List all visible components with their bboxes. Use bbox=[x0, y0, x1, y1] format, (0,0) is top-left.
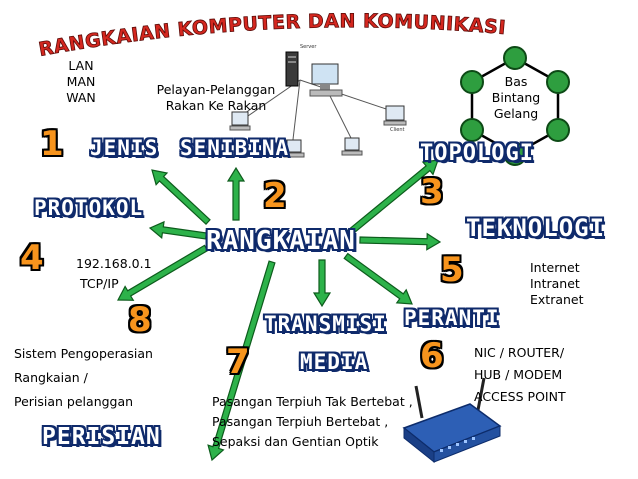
heading-rangkaian: RANGKAIAN bbox=[206, 226, 356, 256]
arrow-senibina bbox=[226, 166, 246, 221]
heading-perisian: PERISIAN bbox=[42, 424, 161, 450]
perisian-item: Sistem Pengoperasian bbox=[14, 346, 153, 361]
senibina-item: Rakan Ke Rakan bbox=[165, 98, 267, 113]
media-item: Sepaksi dan Gentian Optik bbox=[212, 434, 379, 449]
arrow-topologi bbox=[345, 159, 439, 238]
jenis-list: LAN MAN WAN bbox=[56, 58, 106, 106]
number-2: 2 bbox=[263, 176, 287, 216]
number-3: 3 bbox=[420, 172, 444, 212]
heading-jenis: JENIS bbox=[90, 136, 159, 160]
topologi-item: Bas bbox=[504, 74, 528, 89]
media-list: Pasangan Terpiuh Tak Bertebat , Pasangan… bbox=[212, 392, 413, 452]
topologi-item: Bintang bbox=[491, 90, 541, 105]
number-6: 6 bbox=[420, 336, 444, 376]
number-4: 4 bbox=[20, 238, 44, 278]
jenis-item: WAN bbox=[66, 90, 96, 105]
arrow-transmisi bbox=[312, 259, 332, 308]
network-diagram-icon: Server Client bbox=[229, 44, 407, 158]
arrow-media bbox=[207, 260, 276, 462]
teknologi-list: Internet Intranet Extranet bbox=[530, 260, 584, 308]
peranti-item: ACCESS POINT bbox=[474, 389, 566, 404]
heading-teknologi: TEKNOLOGI bbox=[466, 214, 606, 242]
number-7: 7 bbox=[226, 342, 250, 382]
heading-transmisi: TRANSMISI bbox=[264, 312, 387, 336]
teknologi-item: Intranet bbox=[530, 276, 580, 291]
peranti-list: NIC / ROUTER/ HUB / MODEM ACCESS POINT bbox=[474, 342, 566, 408]
arrow-protokol bbox=[148, 220, 208, 240]
arrow-perisian bbox=[117, 244, 209, 301]
perisian-item: Rangkaian / bbox=[14, 370, 88, 385]
arrow-jenis bbox=[151, 169, 211, 226]
perisian-item: Perisian pelanggan bbox=[14, 394, 134, 409]
protokol-item: 192.168.0.1 bbox=[76, 256, 152, 271]
heading-protokol: PROTOKOL bbox=[34, 196, 144, 220]
perisian-list: Sistem Pengoperasian Rangkaian / Perisia… bbox=[14, 342, 153, 414]
topology-node bbox=[460, 118, 484, 142]
arrow-peranti bbox=[343, 252, 413, 305]
senibina-item: Pelayan-Pelanggan bbox=[156, 82, 276, 97]
heading-media: MEDIA bbox=[300, 350, 369, 374]
router-icon bbox=[402, 377, 502, 464]
topology-node bbox=[546, 118, 570, 142]
media-item: Pasangan Terpiuh Bertebat , bbox=[212, 414, 389, 429]
arrow-teknologi bbox=[359, 232, 442, 251]
client-label: Client bbox=[390, 127, 405, 133]
protokol-item: TCP/IP bbox=[80, 276, 119, 291]
heading-topologi: TOPOLOGI bbox=[420, 141, 534, 166]
topology-node bbox=[546, 70, 570, 94]
teknologi-item: Extranet bbox=[530, 292, 584, 307]
peranti-item: NIC / ROUTER/ bbox=[474, 345, 565, 360]
senibina-list: Pelayan-Pelanggan Rakan Ke Rakan bbox=[146, 82, 286, 114]
peranti-item: HUB / MODEM bbox=[474, 367, 563, 382]
hexagon-topology-icon bbox=[460, 46, 570, 166]
protokol-list: 192.168.0.1 TCP/IP bbox=[76, 256, 152, 292]
server-label: Server bbox=[300, 44, 317, 50]
jenis-item: MAN bbox=[66, 74, 96, 89]
teknologi-item: Internet bbox=[530, 260, 580, 275]
number-1: 1 bbox=[40, 124, 64, 164]
topology-node bbox=[460, 70, 484, 94]
media-item: Pasangan Terpiuh Tak Bertebat , bbox=[212, 394, 413, 409]
number-8: 8 bbox=[128, 300, 152, 340]
heading-peranti: PERANTI bbox=[404, 306, 500, 330]
topology-node bbox=[503, 46, 527, 70]
number-5: 5 bbox=[440, 250, 464, 290]
title-text: RANGKAIAN KOMPUTER DAN KOMUNIKASI bbox=[37, 10, 507, 61]
arrows-group bbox=[117, 159, 442, 462]
topology-node bbox=[503, 142, 527, 166]
heading-senibina: SENIBINA bbox=[180, 136, 290, 160]
topologi-item: Gelang bbox=[493, 106, 539, 121]
topologi-list: Bas Bintang Gelang bbox=[486, 74, 546, 122]
jenis-item: LAN bbox=[68, 58, 94, 73]
